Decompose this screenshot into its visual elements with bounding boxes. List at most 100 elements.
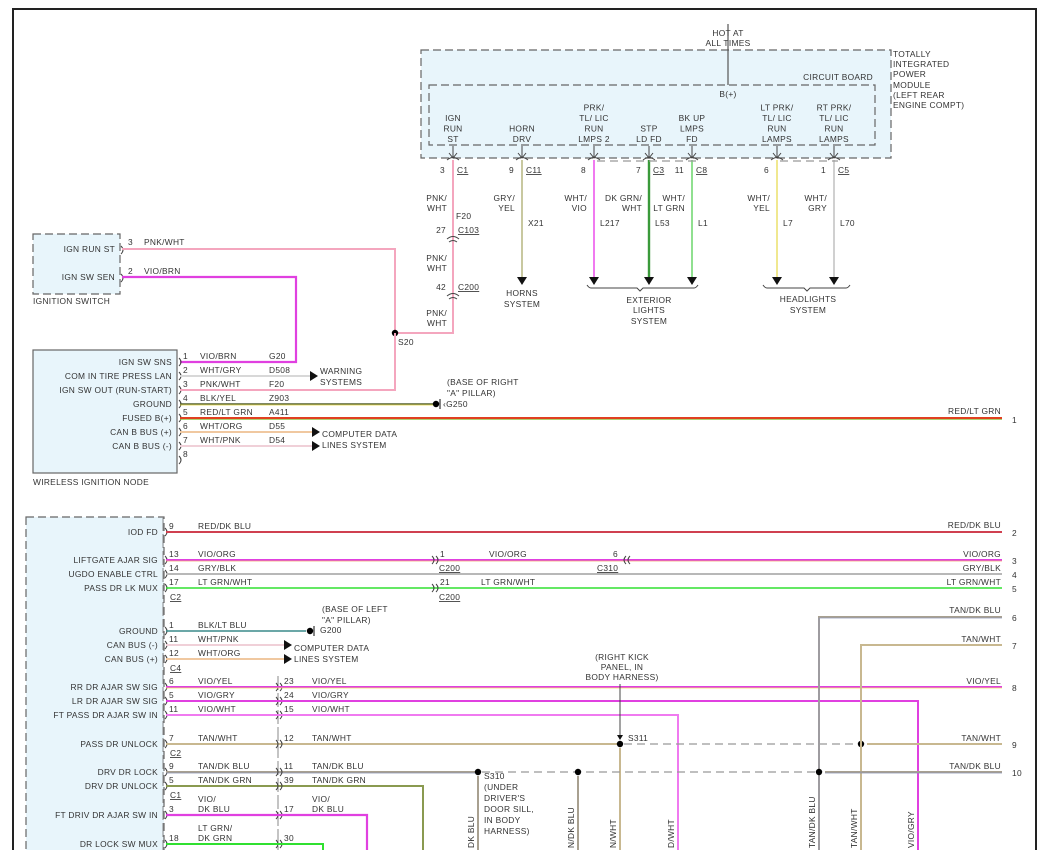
ajar-2-pin: 11 <box>169 704 178 714</box>
bcm-can-minus-color: WHT/PNK <box>198 634 239 644</box>
pass-dr-offpage-ref: 5 <box>1012 584 1017 594</box>
tipm-title-1: TOTALLY <box>893 49 931 59</box>
drv-dr-lock-label: DRV DR LOCK <box>98 767 159 777</box>
s310-location: (UNDER <box>484 782 518 792</box>
win-pin-label: FUSED B(+) <box>122 413 172 423</box>
tipm-connector-label: C8 <box>696 165 707 175</box>
win-circuit-label: A411 <box>269 407 289 417</box>
ft-driv-color-1: VIO/ <box>198 794 216 804</box>
tipm-pin-number: 3 <box>440 165 445 175</box>
liftgate-offpage-ref: 3 <box>1012 556 1017 566</box>
tipm-pin-label: RUN <box>824 124 843 134</box>
s311-label: S311 <box>628 733 648 743</box>
hot-label-2: ALL TIMES <box>705 38 750 48</box>
body-control-module <box>25 516 165 855</box>
s20-splice-label: S20 <box>398 337 414 347</box>
tipm-title-2: INTEGRATED <box>893 59 949 69</box>
drv-dr-unlock-color: TAN/DK GRN <box>198 775 252 785</box>
c200-connector-icon <box>446 293 460 300</box>
vertical-wire-label: N/DK BLU <box>566 807 576 848</box>
warning-label-2: SYSTEMS <box>320 377 362 387</box>
circuit-board-outline <box>428 84 876 146</box>
f20-color-2: WHT <box>427 203 447 213</box>
arrow-down-icon <box>772 277 782 285</box>
pass-dr-lk-mux-color: LT GRN/WHT <box>198 577 252 587</box>
liftgate-label: LIFTGATE AJAR SIG <box>73 555 158 565</box>
win-pin-number: 3 <box>183 379 188 389</box>
ign-color-pnkwht: PNK/WHT <box>144 237 185 247</box>
ft-driv-c200-color-2: DK BLU <box>312 804 344 814</box>
win-circuit-label: D55 <box>269 421 285 431</box>
win-wire-color: WHT/ORG <box>200 421 243 431</box>
c200-pin: 42 <box>436 282 446 292</box>
tipm-wire-color: GRY/ <box>493 193 515 203</box>
iod-offpage-color: RED/DK BLU <box>948 520 1001 530</box>
bcm-ground-location-2: "A" PILLAR) <box>322 615 371 625</box>
c103-pin: 27 <box>436 225 446 235</box>
tipm-pin-label: STP <box>640 124 657 134</box>
tipm-pin-label: PRK/ <box>584 103 605 113</box>
win-wire-color: BLK/YEL <box>200 393 236 403</box>
tipm-pin-label: ST <box>447 134 458 144</box>
tipm-connector-icon <box>515 146 529 161</box>
win-pin-number: 6 <box>183 421 188 431</box>
pass-unlock-c200-pin: 12 <box>284 733 294 743</box>
ignition-switch-title: IGNITION SWITCH <box>33 296 110 306</box>
ajar-c200-color: VIO/GRY <box>312 690 349 700</box>
arrow-down-icon <box>829 277 839 285</box>
ajar-1-label: LR DR AJAR SW SIG <box>72 696 158 706</box>
dr-lock-mux-c200-pin: 30 <box>284 833 294 843</box>
tipm-pin-label: FD <box>686 134 698 144</box>
drv-dr-unlock-wire <box>166 785 424 850</box>
s310-location: DRIVER'S <box>484 793 525 803</box>
ign-run-st-label: IGN RUN ST <box>64 244 115 254</box>
ground-location-2: "A" PILLAR) <box>447 388 496 398</box>
win-pin-number: 4 <box>183 393 188 403</box>
arrow-down-icon <box>687 277 697 285</box>
ref7-ref: 7 <box>1012 641 1017 651</box>
tipm-pin-label: TL/ LIC <box>819 113 849 123</box>
ajar-0-color: VIO/YEL <box>198 676 233 686</box>
ajar-c200-color: VIO/YEL <box>312 676 347 686</box>
ugdo-offpage-ref: 4 <box>1012 570 1017 580</box>
drv-lock-c200-color: TAN/DK BLU <box>312 761 364 771</box>
tipm-pin-label: IGN <box>445 113 461 123</box>
win-pin-label: CAN B BUS (-) <box>112 441 172 451</box>
exterior-label-1: EXTERIOR <box>626 295 671 305</box>
drv-unlock-c200-color: TAN/DK GRN <box>312 775 366 785</box>
ign-sw-sen-wire <box>122 275 298 364</box>
vertical-wire-label: VIO/GRY <box>906 811 916 848</box>
wireless-ignition-node: WIRELESS IGNITION NODE <box>32 349 178 487</box>
f20-color-6: WHT <box>427 318 447 328</box>
vertical-wire-label: D/WHT <box>666 819 676 848</box>
bplus-label: B(+) <box>719 89 736 99</box>
s310-dot <box>474 768 482 776</box>
tipm-connector-icon <box>587 146 601 161</box>
vertical-wire-label: DK BLU <box>466 816 476 848</box>
ajar-1-pin: 5 <box>169 690 174 700</box>
tipm-pin-label: TL/ LIC <box>762 113 792 123</box>
ajar-c200-color: VIO/WHT <box>312 704 350 714</box>
pass-unlock-offpage-color: TAN/WHT <box>961 733 1001 743</box>
c4-label: C4 <box>170 663 181 673</box>
drv-dr-lock-color: TAN/DK BLU <box>198 761 250 771</box>
c2-label-2: C2 <box>170 748 181 758</box>
c200-inline-icon <box>275 739 283 749</box>
f20-color-1: PNK/ <box>426 193 447 203</box>
tipm-pin-number: 6 <box>764 165 769 175</box>
tipm-pin-number: 11 <box>675 165 684 175</box>
win-wire-color: VIO/BRN <box>200 351 237 361</box>
win-pin-label: CAN B BUS (+) <box>110 427 172 437</box>
dr-lock-mux-wire <box>166 843 324 850</box>
liftgate-color: VIO/ORG <box>198 549 236 559</box>
tipm-pin-label: DRV <box>513 134 532 144</box>
pass-dr-c200-pin: 21 <box>440 577 450 587</box>
bcm-can-plus-label: CAN BUS (+) <box>105 654 158 664</box>
win-circuit-label: D508 <box>269 365 290 375</box>
ajar-c200-pin: 23 <box>284 676 294 686</box>
c200-connector: C200 <box>458 282 479 292</box>
tipm-connector-icon <box>642 146 656 161</box>
tipm-pin-number: 8 <box>581 165 586 175</box>
